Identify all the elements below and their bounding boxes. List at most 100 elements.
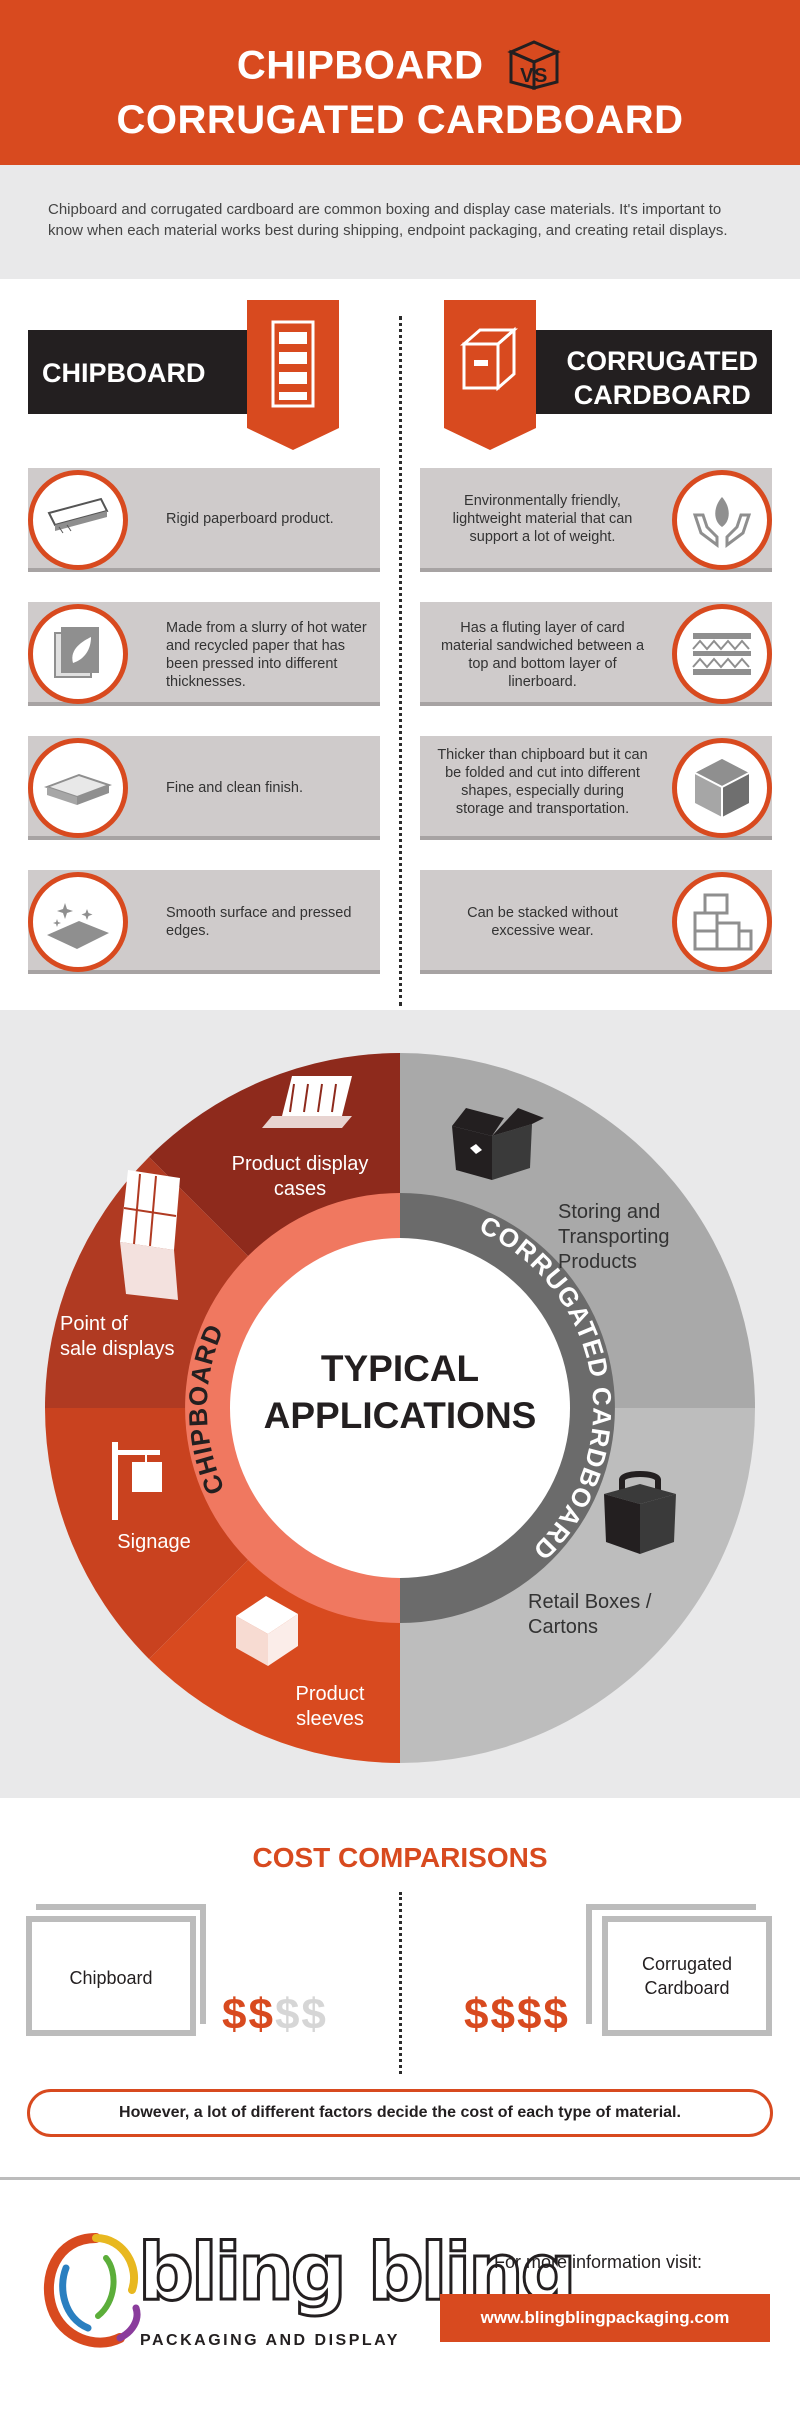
chipboard-card-shadow [36, 1904, 206, 2024]
sparkle-surface-icon [47, 903, 109, 949]
cardboard-cost-line1: Corrugated [641, 1954, 733, 1974]
feature-icon-circle [28, 470, 128, 570]
header-banner: CHIPBOARD VS CORRUGATED CARDBOARD [0, 0, 800, 165]
cardboard-feature-3-text: Thicker than chipboard but it can be fol… [437, 747, 648, 817]
box-badge [444, 300, 536, 450]
typical-applications-title: TYPICAL APPLICATIONS [240, 1345, 560, 1439]
center-circle [230, 1238, 570, 1578]
app-product-display-cases: Product display cases [210, 1152, 390, 1202]
applications-section: CHIPBOARD CORRUGATED CARDBOARD [0, 1010, 800, 1798]
chipboard-feature-3: Fine and clean finish. [28, 736, 380, 840]
chipboard-cost-dollars: $$$$ [222, 1990, 328, 2040]
paperboard-sheet-icon [47, 497, 109, 534]
product-sleeve-icon [236, 1596, 298, 1666]
chipboard-feature-1: Rigid paperboard product. [28, 468, 380, 572]
cardboard-box-icon [460, 326, 518, 392]
app-label-line: cases [273, 1178, 327, 1200]
app-label-line: sale displays [60, 1338, 175, 1360]
app-label-line: sleeves [296, 1708, 364, 1730]
cost-comparisons-title: COST COMPARISONS [252, 1842, 548, 1873]
hands-leaf-icon [692, 497, 752, 548]
display-case-icon [262, 1076, 352, 1128]
title-line-1: CHIPBOARD VS [0, 40, 800, 94]
feature-icon-circle [672, 872, 772, 972]
pos-display-icon [120, 1170, 180, 1300]
recycled-paper-icon [54, 627, 99, 678]
cardboard-cost-dollars: $$$$ [464, 1990, 570, 2040]
applications-wheel: CHIPBOARD CORRUGATED CARDBOARD [45, 1053, 755, 1763]
display-rack-badge [247, 300, 339, 450]
cardboard-card-shadow [586, 1904, 756, 2024]
app-label-line: Product display [231, 1153, 369, 1175]
app-label-line: Product [295, 1683, 365, 1705]
open-box-icon [452, 1108, 544, 1180]
cardboard-feature-1-text: Environmentally friendly, lightweight ma… [452, 493, 633, 545]
vs-label: VS [520, 65, 548, 87]
cardboard-feature-4-text: Can be stacked without excessive wear. [467, 905, 618, 939]
cost-divider [399, 1892, 402, 2074]
app-product-sleeves: Product sleeves [280, 1682, 380, 1732]
feature-icon-circle [28, 738, 128, 838]
feature-icon-circle [672, 738, 772, 838]
display-rack-icon [271, 320, 315, 408]
cardboard-cost-card: Corrugated Cardboard [602, 1916, 772, 2036]
app-label-line: Point of [60, 1313, 128, 1335]
dollars-filled: $$ [222, 1990, 275, 2039]
fluting-layers-icon [692, 633, 751, 675]
center-divider [399, 316, 402, 1006]
chipboard-feature-2-text: Made from a slurry of hot water and recy… [166, 620, 367, 690]
chipboard-feature-2: Made from a slurry of hot water and recy… [28, 602, 380, 706]
title-line-2: CORRUGATED CARDBOARD [116, 98, 684, 142]
carry-box-icon [604, 1471, 676, 1554]
app-label-line: Products [558, 1251, 637, 1273]
brand-tagline: PACKAGING AND DISPLAY [140, 2332, 400, 2349]
app-label-line: Signage [117, 1531, 191, 1553]
app-label-line: Retail Boxes / [528, 1591, 652, 1613]
folded-shape-icon [694, 759, 750, 817]
box-vs-icon: VS [507, 40, 561, 90]
intro-text: Chipboard and corrugated cardboard are c… [0, 165, 800, 279]
chipboard-header-title: CHIPBOARD [42, 358, 206, 388]
app-point-of-sale: Point of sale displays [60, 1312, 200, 1362]
center-title-line1: TYPICAL [320, 1348, 480, 1389]
app-signage: Signage [104, 1530, 204, 1555]
cardboard-feature-2-text: Has a fluting layer of card material san… [440, 620, 645, 690]
dollars-empty: $$ [274, 1990, 328, 2039]
feature-icon-circle [672, 604, 772, 704]
signage-icon [112, 1442, 162, 1520]
cost-note: However, a lot of different factors deci… [27, 2089, 773, 2137]
chipboard-header: CHIPBOARD [28, 330, 278, 414]
chipboard-cost-card: Chipboard [26, 1916, 196, 2036]
cardboard-feature-2: Has a fluting layer of card material san… [420, 602, 772, 706]
cardboard-feature-4: Can be stacked without excessive wear. [420, 870, 772, 974]
logo-swirl-icon [43, 2233, 141, 2348]
cardboard-header: CORRUGATED CARDBOARD [522, 330, 772, 414]
cardboard-header-title: CORRUGATED CARDBOARD [567, 344, 759, 412]
chipboard-feature-4: Smooth surface and pressed edges. [28, 870, 380, 974]
title-chipboard: CHIPBOARD [236, 43, 484, 88]
app-storing-transporting: Storing and Transporting Products [558, 1200, 738, 1275]
chipboard-cost-label: Chipboard [69, 1968, 153, 1988]
app-label-line: Storing and [558, 1201, 661, 1223]
cardboard-header-line1: CORRUGATED [566, 346, 759, 376]
more-info-label: For more information visit: [494, 2252, 703, 2272]
cardboard-cost-line2: Cardboard [644, 1978, 730, 1998]
flat-board-icon [44, 773, 112, 805]
app-retail-boxes: Retail Boxes / Cartons [528, 1590, 688, 1640]
stacked-boxes-icon [693, 893, 753, 951]
app-label-line: Transporting [558, 1226, 670, 1248]
app-label-line: Cartons [528, 1616, 599, 1638]
chipboard-feature-1-text: Rigid paperboard product. [166, 511, 334, 527]
feature-icon-circle [28, 604, 128, 704]
cardboard-feature-1: Environmentally friendly, lightweight ma… [420, 468, 772, 572]
dollars-filled: $$$$ [464, 1990, 570, 2039]
footer-divider [0, 2177, 800, 2180]
feature-icon-circle [28, 872, 128, 972]
cardboard-feature-3: Thicker than chipboard but it can be fol… [420, 736, 772, 840]
chipboard-feature-3-text: Fine and clean finish. [166, 780, 304, 796]
cardboard-cost-label: Corrugated Cardboard [608, 1952, 766, 2000]
center-title-line2: APPLICATIONS [263, 1395, 537, 1436]
feature-icon-circle [672, 470, 772, 570]
chipboard-feature-4-text: Smooth surface and pressed edges. [166, 905, 352, 939]
website-link[interactable]: www.blingblingpackaging.com [440, 2294, 770, 2342]
